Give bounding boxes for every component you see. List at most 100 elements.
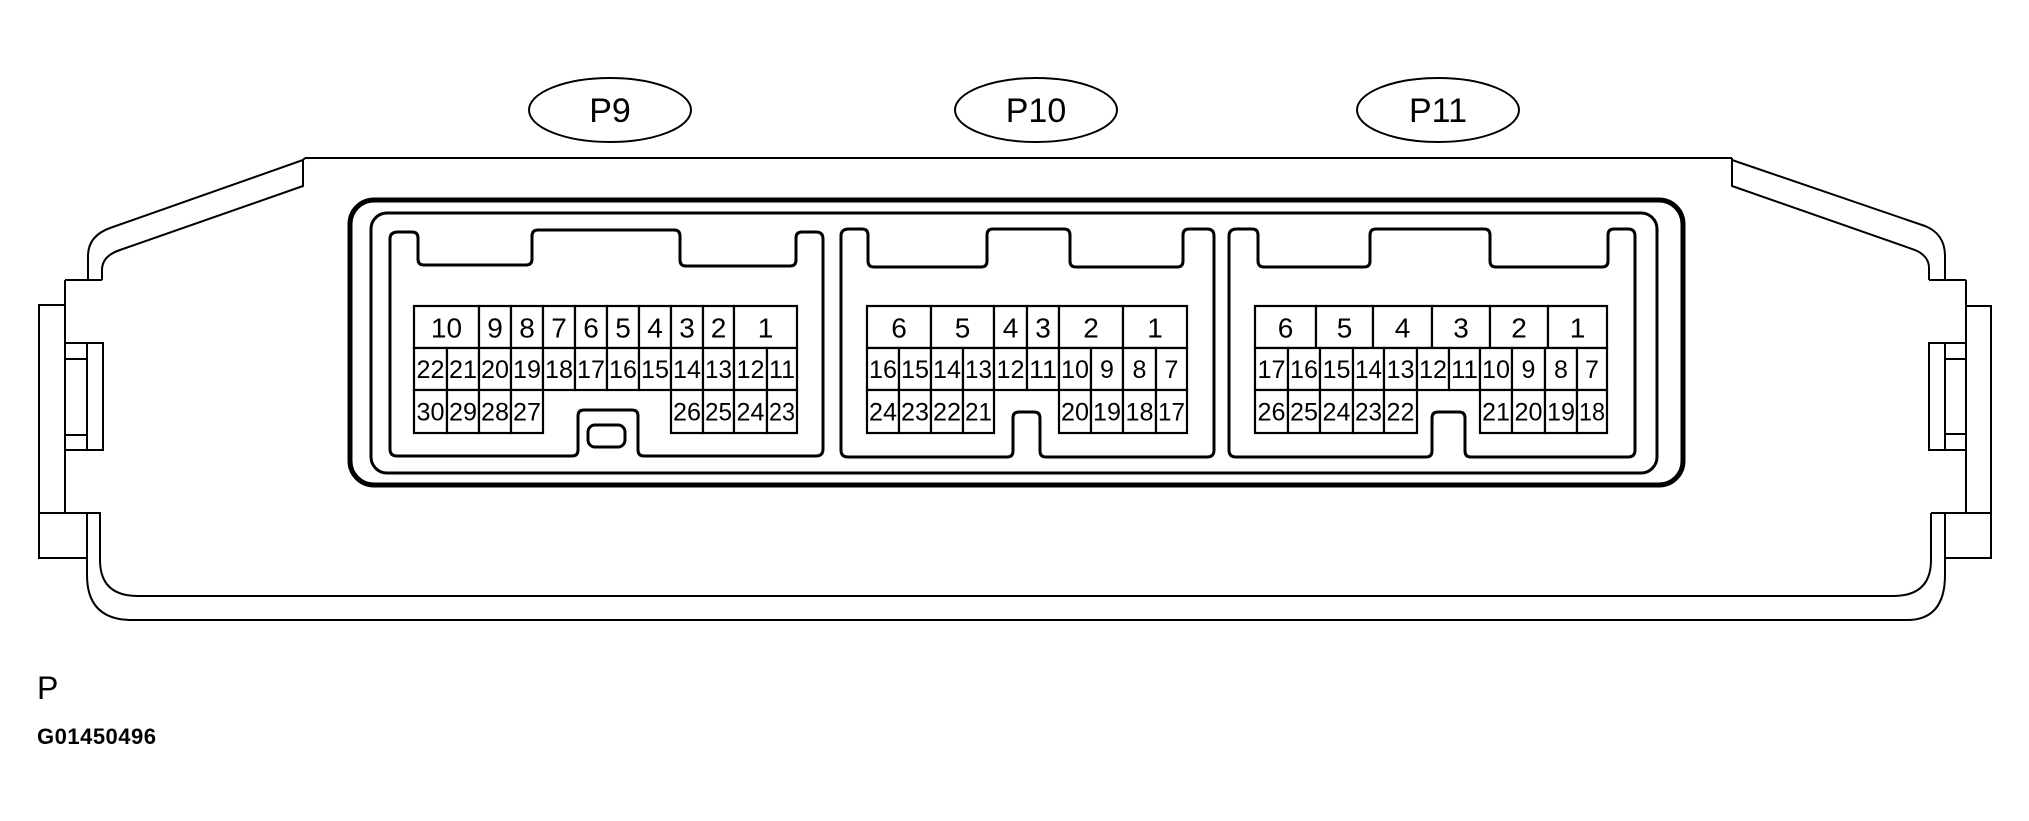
pin-number: 16 [869,356,897,384]
pin-number: 25 [705,399,732,427]
pin-number: 13 [965,356,992,384]
pin-cell: 21 [961,388,996,435]
pin-cell: 18 [1121,388,1158,435]
pin-cell: 26 [1253,388,1290,435]
pin-cell: 3 [1025,304,1061,350]
pin-number: 11 [1451,356,1478,384]
pin-cell: 24 [865,388,901,435]
pin-cell: 4 [1371,304,1434,350]
pin-number: 21 [1482,399,1510,427]
pin-number: 6 [891,313,907,344]
pin-cell: 19 [509,346,545,392]
pin-cell: 17 [1253,346,1290,392]
pin-number: 2 [1511,313,1527,344]
pin-number: 19 [513,356,541,384]
pin-cell: 4 [637,304,673,350]
pin-number: 4 [1003,313,1019,344]
pin-number: 9 [1100,356,1114,384]
pin-cell: 12 [992,346,1029,392]
pin-cell: 18 [541,346,577,392]
pin-number: 2 [711,313,727,344]
pin-cell: 22 [929,388,965,435]
pin-number: 14 [933,356,961,384]
pin-cell: 29 [445,388,481,435]
pin-cell: 23 [897,388,933,435]
pin-number: 17 [1258,356,1286,384]
pin-number: 22 [417,356,445,384]
connector-frame [347,197,1686,488]
pin-number: 5 [1337,313,1353,344]
pin-number: 14 [673,356,701,384]
pin-cell: 16 [1286,346,1322,392]
pin-number: 3 [1035,313,1051,344]
pin-number: 3 [679,313,695,344]
pin-number: 1 [1570,313,1586,344]
pin-number: 7 [1585,356,1599,384]
pin-cell: 5 [929,304,996,350]
connector-label-p10: P10 [954,77,1118,143]
pin-number: 29 [449,399,477,427]
pin-number: 9 [487,313,503,344]
pin-number: 13 [1387,356,1415,384]
pin-number: 24 [1323,399,1351,427]
pin-number: 30 [417,399,445,427]
pin-cell: 3 [669,304,705,350]
pin-number: 24 [737,399,765,427]
pin-cell: 13 [961,346,996,392]
pin-cell: 12 [1415,346,1451,392]
pin-number: 25 [1290,399,1318,427]
connector-label-p9: P9 [528,77,692,143]
p9-key-hole [586,423,627,449]
pin-cell: 7 [541,304,577,350]
pin-cell: 11 [1447,346,1482,392]
pin-number: 8 [1133,356,1147,384]
pin-cell: 9 [477,304,513,350]
pin-number: 12 [737,356,765,384]
pin-cell: 23 [765,388,799,435]
pin-cell: 1 [732,304,799,350]
pin-number: 28 [481,399,509,427]
connector-label-text: P9 [589,92,631,130]
pin-number: 12 [1419,356,1447,384]
pin-cell: 15 [897,346,933,392]
pin-cell: 10 [412,304,481,350]
pin-number: 22 [1387,399,1415,427]
ecu-housing [38,157,1992,621]
pin-cell: 18 [1575,388,1609,435]
pin-cell: 24 [1318,388,1355,435]
pin-number: 5 [955,313,971,344]
pin-cell: 13 [1382,346,1419,392]
pin-cell: 7 [1575,346,1609,392]
pin-cell: 13 [701,346,736,392]
pin-cell: 5 [1314,304,1375,350]
pin-cell: 14 [1351,346,1386,392]
pin-cell: 8 [1543,346,1579,392]
pin-number: 5 [615,313,631,344]
pin-number: 17 [1158,399,1185,427]
pin-number: 9 [1522,356,1536,384]
pin-cell: 28 [477,388,513,435]
pin-cell: 21 [445,346,481,392]
pin-number: 8 [1554,356,1568,384]
pin-cell: 2 [1488,304,1550,350]
pin-number: 1 [758,313,774,344]
pin-cell: 25 [1286,388,1322,435]
pin-number: 23 [1355,399,1382,427]
pin-number: 12 [997,356,1025,384]
pin-cell: 17 [1154,388,1189,435]
pin-cell: 1 [1121,304,1189,350]
connector-label-p11: P11 [1356,77,1520,143]
pin-cell: 9 [1510,346,1547,392]
pin-number: 15 [1323,356,1351,384]
pin-cell: 23 [1351,388,1386,435]
pin-cell: 8 [509,304,545,350]
p9-slot-outline [388,228,825,458]
pin-number: 4 [647,313,663,344]
pin-cell: 6 [865,304,933,350]
view-code-label: P [37,670,59,706]
pin-cell: 27 [509,388,545,435]
